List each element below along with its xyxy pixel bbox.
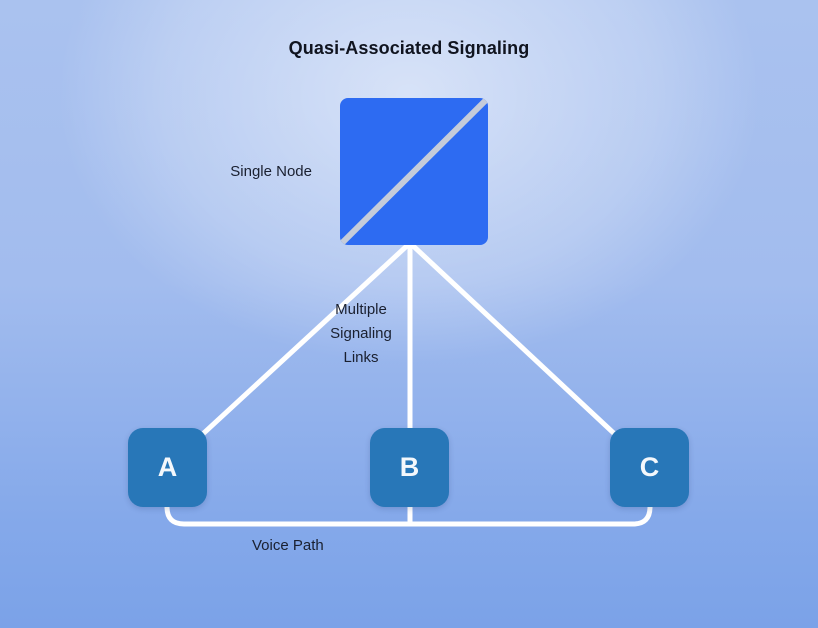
- node-a-label: A: [157, 452, 178, 482]
- signaling-links-label-line1: Multiple: [335, 301, 387, 318]
- signaling-links-label: Multiple Signaling Links: [313, 298, 409, 370]
- voice-path-label: Voice Path: [252, 537, 324, 554]
- node-b-label: B: [399, 452, 420, 482]
- node-c-label: C: [639, 452, 660, 482]
- node-b: B: [370, 428, 449, 507]
- node-c: C: [610, 428, 689, 507]
- single-node-square: [340, 98, 488, 245]
- signaling-link-c-line: [407, 240, 653, 470]
- single-node-label: Single Node: [230, 163, 312, 180]
- signaling-links-label-line2: Signaling: [330, 325, 392, 342]
- signaling-links-label-line3: Links: [343, 349, 379, 366]
- signaling-link-a-line: [164, 240, 413, 470]
- page-title: Quasi-Associated Signaling: [288, 38, 530, 58]
- diagonal-slash-icon: [340, 98, 488, 245]
- node-a: A: [128, 428, 207, 507]
